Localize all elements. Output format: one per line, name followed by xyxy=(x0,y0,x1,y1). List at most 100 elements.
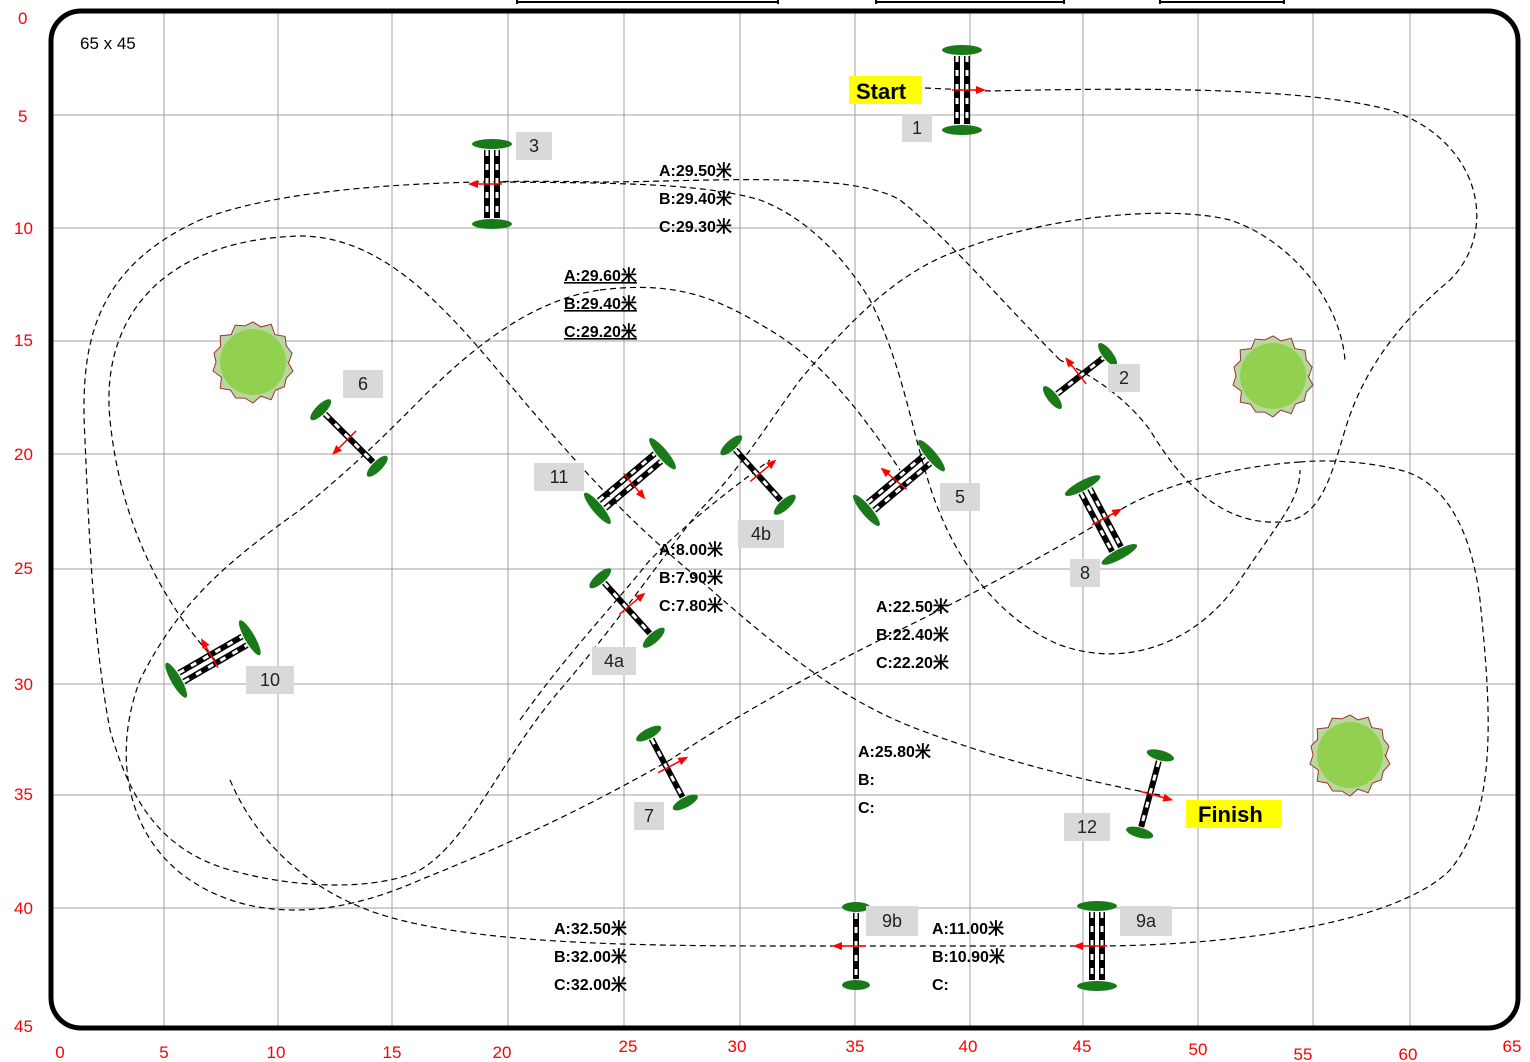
start-label: Start xyxy=(856,79,907,104)
svg-text:12: 12 xyxy=(1077,817,1097,837)
svg-text:5: 5 xyxy=(955,487,965,507)
svg-text:7: 7 xyxy=(644,806,654,826)
fence-1-icon xyxy=(942,45,986,135)
fence-10-icon xyxy=(165,620,261,698)
distance-line: A:22.50米 xyxy=(876,597,950,616)
distance-line: C:7.80米 xyxy=(659,596,724,615)
fence-11-icon xyxy=(584,438,676,524)
fence-number-3: 3 xyxy=(516,132,552,160)
distance-line: A:8.00米 xyxy=(659,540,724,559)
distance-line: C:29.20米 xyxy=(564,322,638,341)
fence-number-6: 6 xyxy=(343,370,383,398)
distance-line: A:32.50米 xyxy=(554,919,628,938)
fences xyxy=(165,45,1174,991)
fence-number-1: 1 xyxy=(902,114,932,142)
distance-line: A:11.00米 xyxy=(932,919,1005,938)
distance-line: A:29.50米 xyxy=(659,161,733,180)
fence-number-4a: 4a xyxy=(592,647,636,675)
fence-number-9a: 9a xyxy=(1120,906,1172,936)
svg-text:8: 8 xyxy=(1080,563,1090,583)
start-marker: Start xyxy=(849,76,922,104)
svg-text:2: 2 xyxy=(1119,368,1129,388)
distance-line: C:32.00米 xyxy=(554,975,628,994)
svg-text:4a: 4a xyxy=(604,651,625,671)
x-axis-tick-label: 20 xyxy=(493,1043,512,1062)
distance-annotations: A:29.50米 B:29.40米 C:29.30米 A:29.60米 B:29.40米… xyxy=(554,161,1006,994)
distance-line: B: xyxy=(858,772,875,789)
fence-number-11: 11 xyxy=(534,463,584,491)
distance-line: C:22.20米 xyxy=(876,653,950,672)
fence-7-icon xyxy=(636,725,698,811)
distance-annotation: A:8.00米 B:7.90米 C:7.80米 xyxy=(659,540,724,615)
fence-8-icon xyxy=(1064,475,1138,565)
fence-number-12: 12 xyxy=(1064,813,1110,841)
y-axis-tick-label: 20 xyxy=(14,445,33,464)
distance-line: B:10.90米 xyxy=(932,947,1006,966)
x-axis-tick-label: 55 xyxy=(1294,1045,1313,1062)
svg-text:9a: 9a xyxy=(1136,911,1157,931)
y-axis-tick-label: 35 xyxy=(14,785,33,804)
y-axis-tick-label: 10 xyxy=(14,219,33,238)
fence-number-7: 7 xyxy=(634,802,664,830)
y-axis-tick-label: 15 xyxy=(14,331,33,350)
fence-number-4b: 4b xyxy=(738,520,784,548)
y-axis-tick-label: 40 xyxy=(14,899,33,918)
x-axis-tick-label: 0 xyxy=(55,1043,64,1062)
fence-9a-icon xyxy=(1073,901,1117,991)
fence-number-9b: 9b xyxy=(866,906,918,936)
distance-annotation: A:32.50米 B:32.00米 C:32.00米 xyxy=(554,919,628,994)
fence-6-icon xyxy=(310,399,388,477)
distance-annotation: A:11.00米 B:10.90米 C: xyxy=(932,919,1006,994)
x-axis-tick-label: 25 xyxy=(619,1037,638,1056)
svg-text:10: 10 xyxy=(260,670,280,690)
fence-number-2: 2 xyxy=(1108,364,1140,392)
y-axis-tick-label: 45 xyxy=(14,1017,33,1036)
distance-line: C: xyxy=(932,977,949,994)
x-axis-tick-label: 60 xyxy=(1399,1045,1418,1062)
distance-line: B:29.40米 xyxy=(564,294,638,313)
y-axis-tick-label: 30 xyxy=(14,675,33,694)
svg-text:6: 6 xyxy=(358,374,368,394)
distance-annotation: A:25.80米 B: C: xyxy=(858,742,932,817)
x-axis-tick-label: 50 xyxy=(1189,1040,1208,1059)
fence-9b-icon xyxy=(832,902,870,990)
svg-text:9b: 9b xyxy=(882,911,902,931)
distance-line: B:7.90米 xyxy=(659,568,724,587)
svg-text:1: 1 xyxy=(912,118,922,138)
distance-line: C:29.30米 xyxy=(659,217,733,236)
distance-line: B:32.00米 xyxy=(554,947,628,966)
y-axis-tick-label: 25 xyxy=(14,559,33,578)
distance-line: C: xyxy=(858,800,875,817)
x-axis-tick-label: 15 xyxy=(383,1043,402,1062)
arena-grid xyxy=(52,12,1517,1027)
distance-line: A:25.80米 xyxy=(858,742,932,761)
fence-4b-icon xyxy=(720,435,796,515)
fence-2-icon xyxy=(1042,342,1118,410)
finish-marker: Finish xyxy=(1186,800,1281,828)
svg-text:3: 3 xyxy=(529,136,539,156)
tree-icon xyxy=(212,321,294,404)
x-axis-tick-label: 65 xyxy=(1503,1037,1522,1056)
x-axis-tick-label: 35 xyxy=(846,1037,865,1056)
tree-icon xyxy=(1309,714,1391,797)
fence-3-icon xyxy=(468,139,512,229)
y-axis-tick-label: 0 xyxy=(18,9,27,28)
fence-number-10: 10 xyxy=(246,666,294,694)
distance-line: B:29.40米 xyxy=(659,189,733,208)
fence-12-icon xyxy=(1126,749,1174,839)
fence-number-5: 5 xyxy=(940,483,980,511)
svg-text:4b: 4b xyxy=(751,524,771,544)
distance-line: A:29.60米 xyxy=(564,266,638,285)
trees xyxy=(212,321,1391,797)
x-axis-tick-label: 30 xyxy=(728,1037,747,1056)
fence-4a-icon xyxy=(589,568,665,648)
x-axis-tick-label: 5 xyxy=(159,1043,168,1062)
svg-text:11: 11 xyxy=(550,467,569,487)
x-axis-tick-label: 40 xyxy=(959,1037,978,1056)
header-tabs xyxy=(516,0,1285,4)
